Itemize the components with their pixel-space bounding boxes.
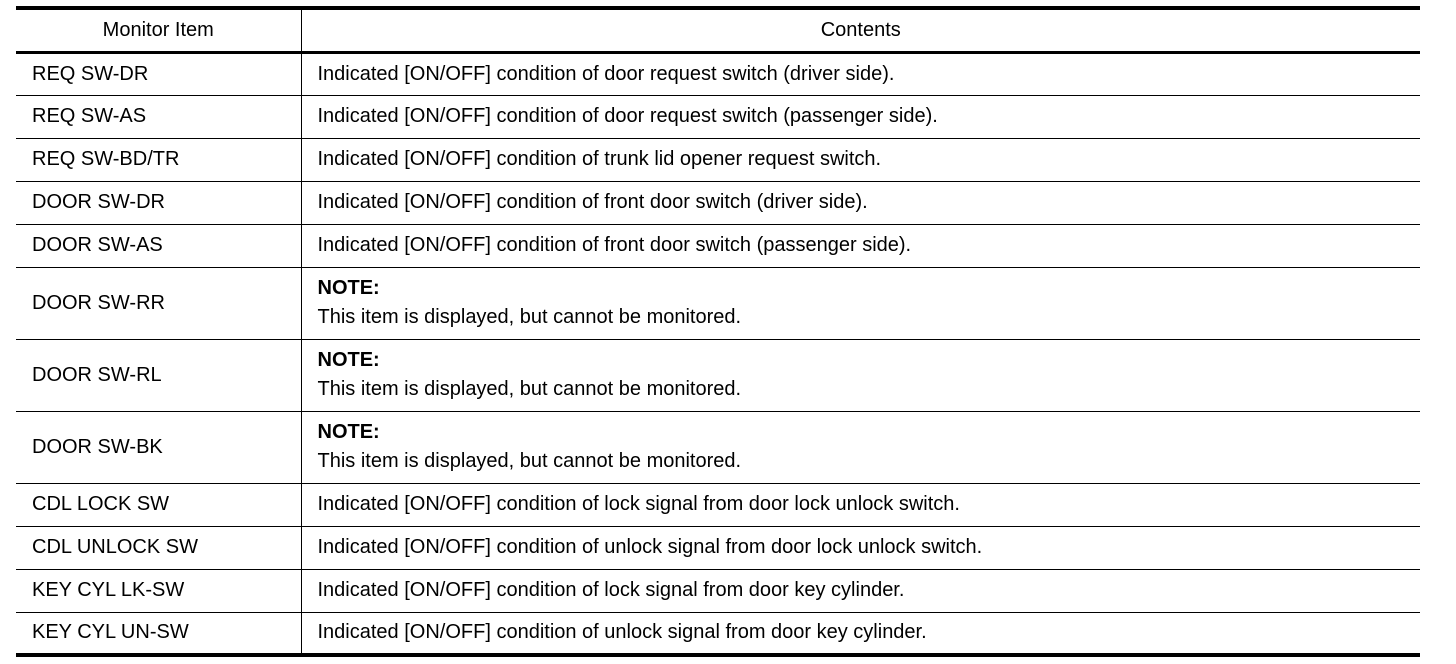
- note-text: This item is displayed, but cannot be mo…: [317, 306, 742, 328]
- column-header-monitor-item: Monitor Item: [16, 6, 302, 54]
- column-header-contents: Contents: [301, 6, 1420, 54]
- monitor-item-cell: KEY CYL UN-SW: [16, 612, 302, 657]
- table-row: DOOR SW-DR Indicated [ON/OFF] condition …: [16, 181, 1420, 225]
- table-row: REQ SW-AS Indicated [ON/OFF] condition o…: [16, 95, 1420, 139]
- table-row: CDL LOCK SW Indicated [ON/OFF] condition…: [16, 483, 1420, 527]
- contents-cell: NOTE: This item is displayed, but cannot…: [301, 339, 1420, 412]
- table-row: DOOR SW-AS Indicated [ON/OFF] condition …: [16, 224, 1420, 268]
- contents-cell: Indicated [ON/OFF] condition of trunk li…: [301, 138, 1420, 182]
- table-row: KEY CYL UN-SW Indicated [ON/OFF] conditi…: [16, 612, 1420, 657]
- note-label: NOTE:: [317, 421, 380, 443]
- header-row: Monitor Item Contents: [16, 6, 1420, 54]
- monitor-item-cell: REQ SW-AS: [16, 95, 302, 139]
- table-row: REQ SW-DR Indicated [ON/OFF] condition o…: [16, 52, 1420, 96]
- monitor-item-cell: DOOR SW-BK: [16, 411, 302, 484]
- contents-cell: Indicated [ON/OFF] condition of unlock s…: [301, 612, 1420, 657]
- monitor-item-table: Monitor Item Contents REQ SW-DR Indicate…: [16, 6, 1420, 657]
- table-row: DOOR SW-BK NOTE: This item is displayed,…: [16, 411, 1420, 484]
- table-row: DOOR SW-RL NOTE: This item is displayed,…: [16, 339, 1420, 412]
- contents-cell: Indicated [ON/OFF] condition of door req…: [301, 95, 1420, 139]
- table-row: KEY CYL LK-SW Indicated [ON/OFF] conditi…: [16, 569, 1420, 613]
- monitor-item-cell: DOOR SW-RL: [16, 339, 302, 412]
- monitor-item-cell: CDL UNLOCK SW: [16, 526, 302, 570]
- table-body: REQ SW-DR Indicated [ON/OFF] condition o…: [16, 52, 1420, 657]
- contents-cell: Indicated [ON/OFF] condition of unlock s…: [301, 526, 1420, 570]
- contents-cell: Indicated [ON/OFF] condition of front do…: [301, 181, 1420, 225]
- table-row: CDL UNLOCK SW Indicated [ON/OFF] conditi…: [16, 526, 1420, 570]
- contents-cell: Indicated [ON/OFF] condition of front do…: [301, 224, 1420, 268]
- contents-cell: NOTE: This item is displayed, but cannot…: [301, 267, 1420, 340]
- table-row: REQ SW-BD/TR Indicated [ON/OFF] conditio…: [16, 138, 1420, 182]
- monitor-item-cell: REQ SW-DR: [16, 52, 302, 96]
- contents-cell: Indicated [ON/OFF] condition of lock sig…: [301, 483, 1420, 527]
- monitor-item-cell: DOOR SW-RR: [16, 267, 302, 340]
- contents-cell: Indicated [ON/OFF] condition of lock sig…: [301, 569, 1420, 613]
- monitor-item-cell: DOOR SW-DR: [16, 181, 302, 225]
- table-header: Monitor Item Contents: [16, 6, 1420, 54]
- note-label: NOTE:: [317, 349, 380, 371]
- note-text: This item is displayed, but cannot be mo…: [317, 450, 742, 472]
- monitor-item-cell: KEY CYL LK-SW: [16, 569, 302, 613]
- monitor-item-table-container: Monitor Item Contents REQ SW-DR Indicate…: [16, 6, 1420, 657]
- contents-cell: NOTE: This item is displayed, but cannot…: [301, 411, 1420, 484]
- note-text: This item is displayed, but cannot be mo…: [317, 378, 742, 400]
- contents-cell: Indicated [ON/OFF] condition of door req…: [301, 52, 1420, 96]
- monitor-item-cell: CDL LOCK SW: [16, 483, 302, 527]
- monitor-item-cell: REQ SW-BD/TR: [16, 138, 302, 182]
- note-label: NOTE:: [317, 277, 380, 299]
- monitor-item-cell: DOOR SW-AS: [16, 224, 302, 268]
- table-row: DOOR SW-RR NOTE: This item is displayed,…: [16, 267, 1420, 340]
